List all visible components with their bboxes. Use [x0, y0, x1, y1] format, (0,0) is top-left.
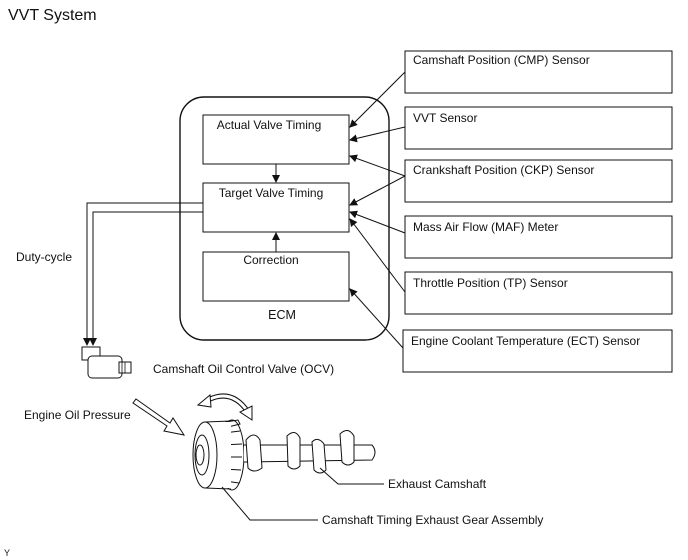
sensor-label-cmp: Camshaft Position (CMP) Sensor: [413, 53, 590, 67]
gear-assembly-label: Camshaft Timing Exhaust Gear Assembly: [322, 513, 543, 527]
ecm-label: ECM: [268, 308, 296, 322]
exhaust-camshaft-leader: [319, 467, 384, 485]
arrow-maf-to-target: [349, 210, 406, 234]
actual-valve-timing-label: Actual Valve Timing: [217, 118, 322, 132]
duty-cycle-line-outer: [83, 202, 203, 346]
rotation-arrow-icon: [196, 393, 253, 421]
arrow-ckp-to-actual: [349, 154, 406, 177]
sensor-box-tp: Throttle Position (TP) Sensor: [404, 271, 673, 315]
ecm-block-correction: Correction: [202, 251, 350, 302]
ecm-block-target-valve-timing: Target Valve Timing: [202, 182, 350, 233]
oil-pressure-arrow: [132, 398, 186, 436]
arrow-vvt-to-actual: [349, 126, 406, 143]
sensor-box-cmp: Camshaft Position (CMP) Sensor: [404, 50, 673, 94]
sensor-box-maf: Mass Air Flow (MAF) Meter: [404, 215, 673, 259]
exhaust-camshaft-label: Exhaust Camshaft: [388, 477, 487, 491]
sensor-label-ect: Engine Coolant Temperature (ECT) Sensor: [411, 334, 640, 348]
arrow-cmp-to-actual: [349, 71, 406, 128]
correction-label: Correction: [243, 253, 298, 267]
ocv-label: Camshaft Oil Control Valve (OCV): [153, 362, 334, 376]
target-valve-timing-label: Target Valve Timing: [219, 186, 324, 200]
engine-oil-pressure-label: Engine Oil Pressure: [24, 408, 131, 422]
sensor-label-tp: Throttle Position (TP) Sensor: [413, 276, 568, 290]
duty-cycle-label: Duty-cycle: [16, 250, 72, 264]
sensor-label-ckp: Crankshaft Position (CKP) Sensor: [413, 163, 594, 177]
ecm-block-actual-valve-timing: Actual Valve Timing: [202, 114, 350, 165]
diagram-title: VVT System: [8, 7, 97, 24]
camshaft-gear-assembly: [192, 419, 245, 491]
sensor-box-ckp: Crankshaft Position (CKP) Sensor: [404, 159, 673, 203]
ocv-valve: [81, 346, 132, 379]
gear-assembly-leader: [221, 486, 318, 521]
arrow-ckp-to-target: [349, 175, 406, 206]
arrow-tp-to-target: [349, 218, 406, 293]
duty-cycle-line-inner: [89, 211, 203, 346]
corner-mark: Y: [4, 548, 10, 558]
sensor-label-vvt: VVT Sensor: [413, 111, 477, 125]
sensor-box-ect: Engine Coolant Temperature (ECT) Sensor: [402, 329, 673, 373]
exhaust-camshaft: [243, 430, 376, 474]
arrow-ect-to-correction: [349, 288, 404, 349]
sensor-label-maf: Mass Air Flow (MAF) Meter: [413, 220, 558, 234]
ecm-box: [179, 96, 390, 341]
sensor-box-vvt: VVT Sensor: [404, 106, 673, 150]
